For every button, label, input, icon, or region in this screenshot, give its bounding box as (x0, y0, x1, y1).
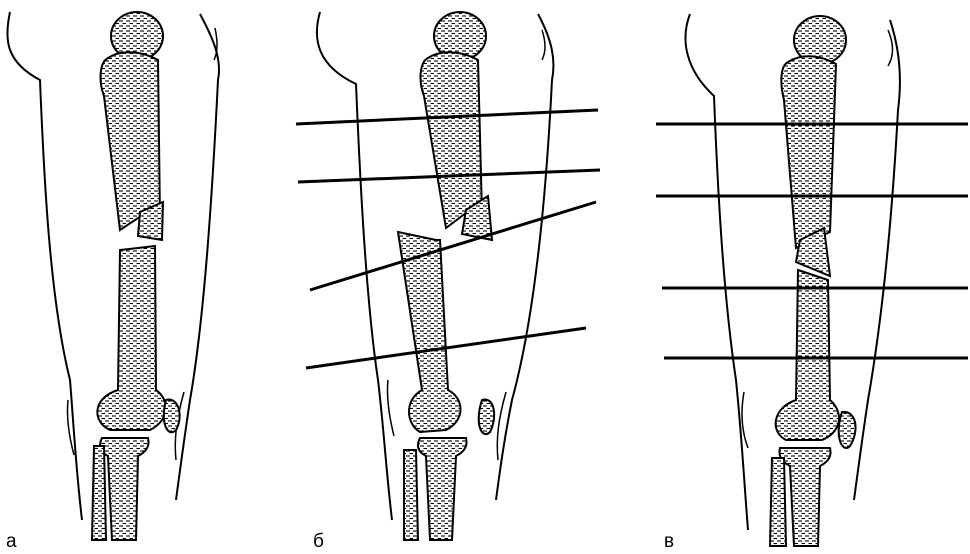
leg-outline-left (685, 14, 748, 530)
femur-proximal-fragment (101, 52, 160, 230)
panel-a (7, 12, 219, 540)
femur-proximal-fragment (781, 56, 836, 248)
fibula (92, 446, 106, 540)
patella (839, 412, 856, 448)
femur-proximal-fragment (421, 52, 482, 228)
panel-label-a: а (6, 532, 17, 551)
panel-c (656, 14, 968, 546)
femur-distal-fragment (776, 270, 839, 440)
panel-b (296, 12, 600, 540)
tibia (779, 448, 830, 546)
femur-distal-fragment (398, 232, 461, 432)
leg-outline-left (317, 12, 392, 520)
panel-label-b: б (313, 532, 324, 551)
fibula (404, 450, 418, 540)
panel-label-c: в (664, 532, 674, 551)
leg-outline-right (854, 20, 900, 500)
tibia (418, 438, 467, 540)
leg-outline-right (176, 14, 219, 500)
patella (479, 399, 494, 434)
patella (164, 399, 180, 432)
fibula (770, 458, 786, 546)
leg-outline-right (496, 14, 553, 500)
tibia (100, 438, 149, 540)
femur-distal-fragment (97, 246, 165, 430)
